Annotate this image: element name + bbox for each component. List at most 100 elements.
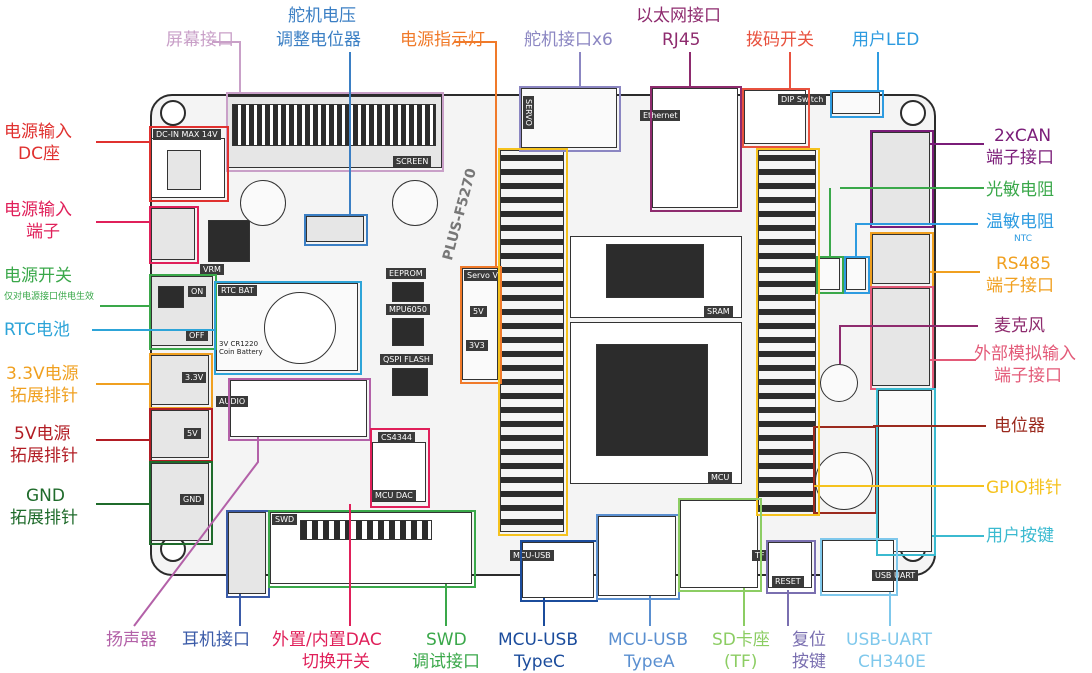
mcu-dac-silk: MCU DAC	[372, 490, 416, 501]
label-servo-pot-2: 调整电位器	[276, 30, 361, 50]
qspi-silk: QSPI FLASH	[380, 354, 433, 365]
label-gnd-2: 拓展排针	[10, 508, 78, 528]
label-uart-2: CH340E	[858, 652, 926, 672]
label-rtc: RTC电池	[4, 320, 70, 340]
label-power-switch-note: 仅对电源接口供电生效	[4, 292, 95, 302]
sd-slot	[680, 500, 758, 588]
label-v5-2: 拓展排针	[10, 446, 78, 466]
capacitor	[240, 180, 286, 226]
label-power-term-2: 端子	[26, 222, 60, 242]
dip-box	[742, 88, 810, 148]
label-keys: 用户按键	[986, 526, 1054, 546]
screen-silk: SCREEN	[393, 156, 432, 167]
label-dip: 拨码开关	[746, 30, 814, 50]
dcin-silk: DC-IN MAX 14V	[153, 129, 221, 140]
v5-led-silk: 5V	[470, 306, 487, 317]
label-sd-1: SD卡座	[712, 630, 770, 650]
power-term-box	[149, 206, 199, 264]
mount-hole	[160, 100, 186, 126]
speaker	[230, 380, 367, 437]
gnd-silk: GND	[180, 494, 205, 505]
label-rs485-2: 端子接口	[986, 276, 1054, 296]
sram-chip	[606, 244, 704, 298]
mpu6050-chip	[392, 318, 424, 346]
rs485-terminal	[872, 234, 930, 284]
label-power-term-1: 电源输入	[4, 200, 72, 220]
label-pot: 电位器	[994, 416, 1045, 436]
usb-c-mcu	[522, 542, 594, 598]
label-speaker: 扬声器	[106, 630, 157, 650]
label-usb-c-1: MCU-USB	[498, 630, 579, 650]
usb-uart	[822, 540, 894, 592]
label-reset-2: 按键	[792, 652, 826, 672]
gpio-right	[758, 150, 816, 512]
mcu-silk: MCU	[708, 472, 733, 483]
mount-hole	[900, 100, 926, 126]
power-led-box	[460, 266, 502, 384]
label-can-1: 2xCAN	[994, 126, 1052, 146]
gnd-box	[149, 461, 213, 545]
label-analog-1: 外部模拟输入	[974, 344, 1076, 364]
qspi-chip	[392, 368, 428, 396]
label-ethernet-1: 以太网接口	[636, 6, 721, 26]
ntc	[846, 258, 866, 290]
capacitor	[392, 180, 438, 226]
user-leds	[832, 92, 880, 114]
dac-sw-box	[370, 428, 430, 508]
reset-box	[766, 540, 816, 594]
ntc-box	[844, 256, 870, 294]
uart-box	[820, 538, 898, 596]
label-headphone: 耳机接口	[182, 630, 250, 650]
analog-terminal	[872, 288, 930, 386]
v5-silk: 5V	[184, 428, 201, 439]
vrm-silk: VRM	[200, 264, 224, 275]
speaker-box	[228, 378, 371, 441]
potentiometer	[815, 452, 873, 510]
servo-pot-box	[304, 214, 368, 246]
can-box	[870, 130, 934, 228]
eeprom-silk: EEPROM	[386, 268, 426, 279]
headphone-jack	[228, 512, 266, 594]
label-v5-1: 5V电源	[14, 424, 71, 444]
mpu6050-silk: MPU6050	[386, 304, 430, 315]
label-uart-1: USB-UART	[846, 630, 933, 650]
power-switch-box	[149, 274, 217, 350]
wire-ntc	[855, 223, 978, 256]
mcu-usb-silk: MCU-USB	[510, 550, 554, 561]
mcu-chip	[596, 344, 708, 456]
coin-cell	[264, 292, 336, 364]
swd-pins	[300, 520, 432, 540]
label-gnd-1: GND	[26, 486, 65, 506]
label-power-led: 电源指示灯	[400, 30, 485, 50]
vrm-chip	[208, 220, 250, 262]
ethernet-silk: Ethernet	[640, 110, 681, 121]
gpio-left-box	[498, 148, 568, 536]
off-silk: OFF	[186, 330, 208, 341]
label-dac-sw-1: 外置/内置DAC	[272, 630, 382, 650]
rtc-silk: RTC BAT	[218, 285, 257, 296]
ethernet-box	[650, 86, 742, 212]
v5-header	[151, 410, 209, 458]
label-mic: 麦克风	[994, 316, 1045, 336]
servo-vcc-silk: Servo VCC	[464, 270, 513, 281]
can-terminals	[872, 132, 930, 224]
label-can-2: 端子接口	[986, 148, 1054, 168]
microphone	[820, 364, 858, 402]
keys-box	[876, 388, 936, 556]
power-leds	[462, 268, 498, 380]
cr1220-silk: 3V CR1220 Coin Battery	[219, 340, 263, 356]
swd-box	[268, 510, 476, 588]
label-swd-1: SWD	[426, 630, 467, 650]
label-servo-port: 舵机接口x6	[524, 30, 613, 50]
sram-silk: SRAM	[704, 306, 733, 317]
servo-pot	[306, 216, 364, 242]
dc-jack-body	[167, 150, 201, 190]
label-dc-in-1: 电源输入	[4, 122, 72, 142]
label-v33-1: 3.3V电源	[6, 364, 79, 384]
eeprom-chip	[392, 282, 424, 302]
user-keys	[878, 390, 932, 552]
on-silk: ON	[188, 286, 207, 297]
label-analog-2: 端子接口	[994, 366, 1062, 386]
